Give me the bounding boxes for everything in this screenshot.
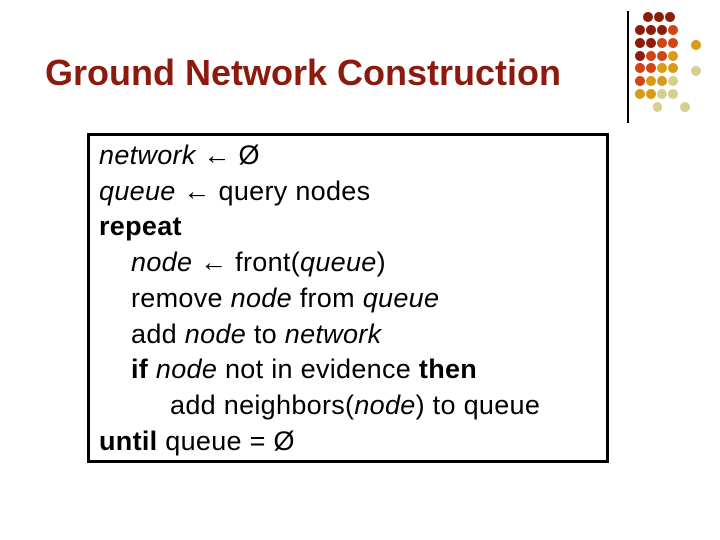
ornament-dot xyxy=(657,63,667,74)
code-segment: queue xyxy=(362,282,440,313)
ornament-dot xyxy=(657,37,667,48)
code-segment: node xyxy=(230,282,292,313)
dots-pattern-ornament xyxy=(635,12,715,124)
code-line: node ← front(queue) xyxy=(99,245,606,281)
ornament-dot xyxy=(668,37,678,48)
ornament-dot xyxy=(691,66,701,76)
code-line: remove node from queue xyxy=(99,281,606,317)
ornament-dot xyxy=(680,102,690,113)
ornament-dot xyxy=(652,102,663,113)
ornament-dot xyxy=(654,12,664,22)
ornament-dot xyxy=(635,76,645,87)
code-segment: ) to queue xyxy=(415,389,541,420)
code-line: if node not in evidence then xyxy=(99,352,606,388)
ornament-dot xyxy=(657,24,667,35)
code-segment: to xyxy=(246,318,285,349)
code-segment: node xyxy=(354,389,416,420)
code-segment: ← query nodes xyxy=(175,175,371,206)
ornament-dot xyxy=(657,76,667,87)
ornament-dot xyxy=(691,40,701,51)
code-segment: until xyxy=(99,425,158,456)
code-line: until queue = Ø xyxy=(99,424,606,460)
ornament-dot xyxy=(668,50,678,61)
ornament-dot xyxy=(635,50,645,61)
code-segment: node xyxy=(184,318,247,349)
ornament-dot xyxy=(668,89,678,100)
code-segment: ) xyxy=(376,247,386,278)
ornament-dot xyxy=(635,89,645,100)
ornament-dot xyxy=(643,12,653,22)
code-segment: node xyxy=(155,354,218,385)
ornament-dot xyxy=(646,89,656,100)
ornament-dot xyxy=(635,63,645,74)
ornament-dot xyxy=(668,63,678,74)
code-line: network ← Ø xyxy=(99,138,606,174)
code-line: repeat xyxy=(99,209,606,245)
code-segment: repeat xyxy=(99,211,182,242)
code-line: add neighbors(node) to queue xyxy=(99,388,606,424)
ornament-dot xyxy=(646,50,656,61)
ornament-dot xyxy=(668,24,678,35)
ornament-dot xyxy=(635,24,645,35)
code-segment: add neighbors( xyxy=(170,389,355,420)
code-segment: queue xyxy=(300,247,377,278)
code-segment: queue xyxy=(99,175,176,206)
separator-line xyxy=(627,11,629,123)
code-line: queue ← query nodes xyxy=(99,174,606,210)
code-segment: queue = Ø xyxy=(157,425,295,456)
ornament-dot xyxy=(665,12,675,22)
ornament-dot xyxy=(657,89,667,100)
ornament-dot xyxy=(646,37,656,48)
code-segment: add xyxy=(131,318,185,349)
code-segment: if xyxy=(131,354,156,385)
slide-title: Ground Network Construction xyxy=(45,52,561,93)
code-segment: network xyxy=(99,140,196,170)
code-segment: ← Ø xyxy=(195,140,260,170)
code-segment: remove xyxy=(131,282,231,313)
code-segment: from xyxy=(291,282,363,313)
ornament-dot xyxy=(646,76,656,87)
ornament-dot xyxy=(657,50,667,61)
code-segment: ← front( xyxy=(192,247,300,278)
code-segment: network xyxy=(284,318,382,349)
ornament-dot xyxy=(635,37,645,48)
code-line: add node to network xyxy=(99,317,606,353)
ornament-dot xyxy=(646,63,656,74)
code-segment: not in evidence xyxy=(217,354,419,385)
ornament-dot xyxy=(668,76,678,87)
code-segment: node xyxy=(131,247,193,278)
code-segment: then xyxy=(418,354,478,385)
ornament-dot xyxy=(646,24,656,35)
